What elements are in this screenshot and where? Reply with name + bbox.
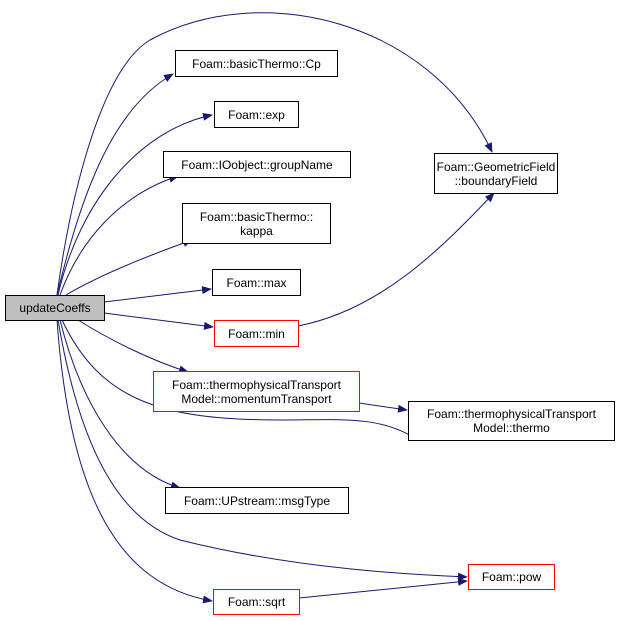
edge-root-msgtype [59,319,181,490]
edge-root-cp [56,73,174,296]
edge-root-kappa [65,239,193,296]
node-sqrt[interactable]: Foam::sqrt [213,589,300,615]
edge-root-exp [57,112,213,296]
edge-root-momentum [77,319,189,374]
node-pow[interactable]: Foam::pow [468,564,555,590]
node-thermo[interactable]: Foam::thermophysicalTransport Model::the… [408,401,615,441]
edge-root-min [103,312,214,330]
node-exp[interactable]: Foam::exp [214,101,299,128]
edge-root-groupname [59,175,179,296]
edge-root-pow [57,319,468,581]
edge-momentum-thermo [358,402,408,413]
node-momentum-transport[interactable]: Foam::thermophysicalTransport Model::mom… [153,371,360,412]
node-boundary-field[interactable]: Foam::GeometricField ::boundaryField [434,153,558,194]
node-max[interactable]: Foam::max [212,269,301,296]
node-group-name[interactable]: Foam::IOobject::groupName [163,151,351,178]
node-msg-type[interactable]: Foam::UPstream::msgType [165,487,349,514]
edge-min-boundary [297,192,495,327]
node-basic-thermo-kappa[interactable]: Foam::basicThermo:: kappa [182,203,331,244]
node-update-coeffs[interactable]: updateCoeffs [5,295,105,321]
edge-root-boundary [56,12,493,296]
edge-root-thermo [61,319,419,441]
node-basic-thermo-cp[interactable]: Foam::basicThermo::Cp [175,50,338,77]
node-min[interactable]: Foam::min [214,320,299,347]
edge-sqrt-pow [298,577,468,599]
edge-root-sqrt [56,319,213,604]
edge-root-max [103,286,212,303]
